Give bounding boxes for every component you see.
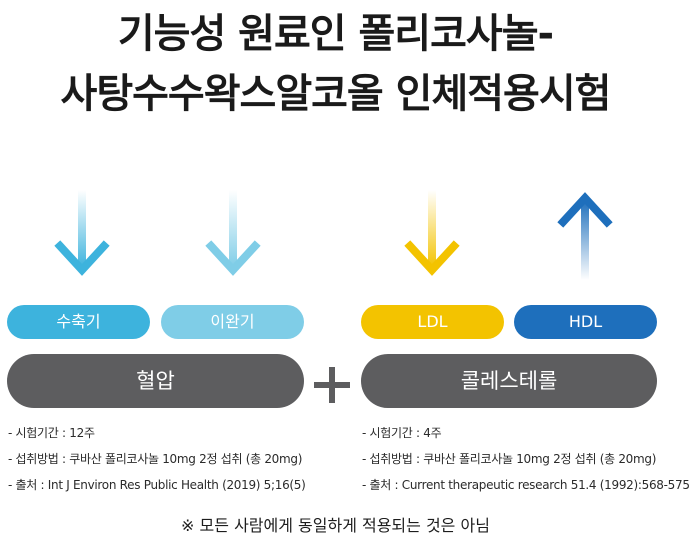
plus-icon (314, 367, 350, 403)
arrow-down-icon (54, 190, 110, 276)
tag-diastolic: 이완기 (161, 305, 304, 339)
arrow-down-icon (205, 190, 261, 276)
tag-systolic: 수축기 (7, 305, 150, 339)
intake-method: - 섭취방법 : 쿠바산 폴리코사놀 10mg 2정 섭취 (총 20mg) (8, 452, 303, 466)
intake-method: - 섭취방법 : 쿠바산 폴리코사놀 10mg 2정 섭취 (총 20mg) (362, 452, 657, 466)
page-title-line-2: 사탕수수왁스알코올 인체적용시험 (60, 71, 612, 117)
tag-ldl: LDL (361, 305, 504, 339)
arrow-down-icon (404, 190, 460, 276)
source: - 출처 : Current therapeutic research 51.4… (362, 478, 690, 492)
tag-hdl: HDL (514, 305, 657, 339)
study-period: - 시험기간 : 12주 (8, 426, 95, 440)
study-period: - 시험기간 : 4주 (362, 426, 442, 440)
category-cholesterol: 콜레스테롤 (361, 354, 657, 408)
footnote: ※ 모든 사람에게 동일하게 적용되는 것은 아님 (181, 516, 490, 535)
study-info-left: - 시험기간 : 12주 - 섭취방법 : 쿠바산 폴리코사놀 10mg 2정 … (8, 425, 306, 503)
arrow-up-icon (557, 192, 613, 280)
page-title-line-1: 기능성 원료인 폴리코사놀- (117, 11, 554, 57)
study-info-right: - 시험기간 : 4주 - 섭취방법 : 쿠바산 폴리코사놀 10mg 2정 섭… (362, 425, 690, 503)
category-blood-pressure: 혈압 (7, 354, 304, 408)
source: - 출처 : Int J Environ Res Public Health (… (8, 478, 306, 492)
